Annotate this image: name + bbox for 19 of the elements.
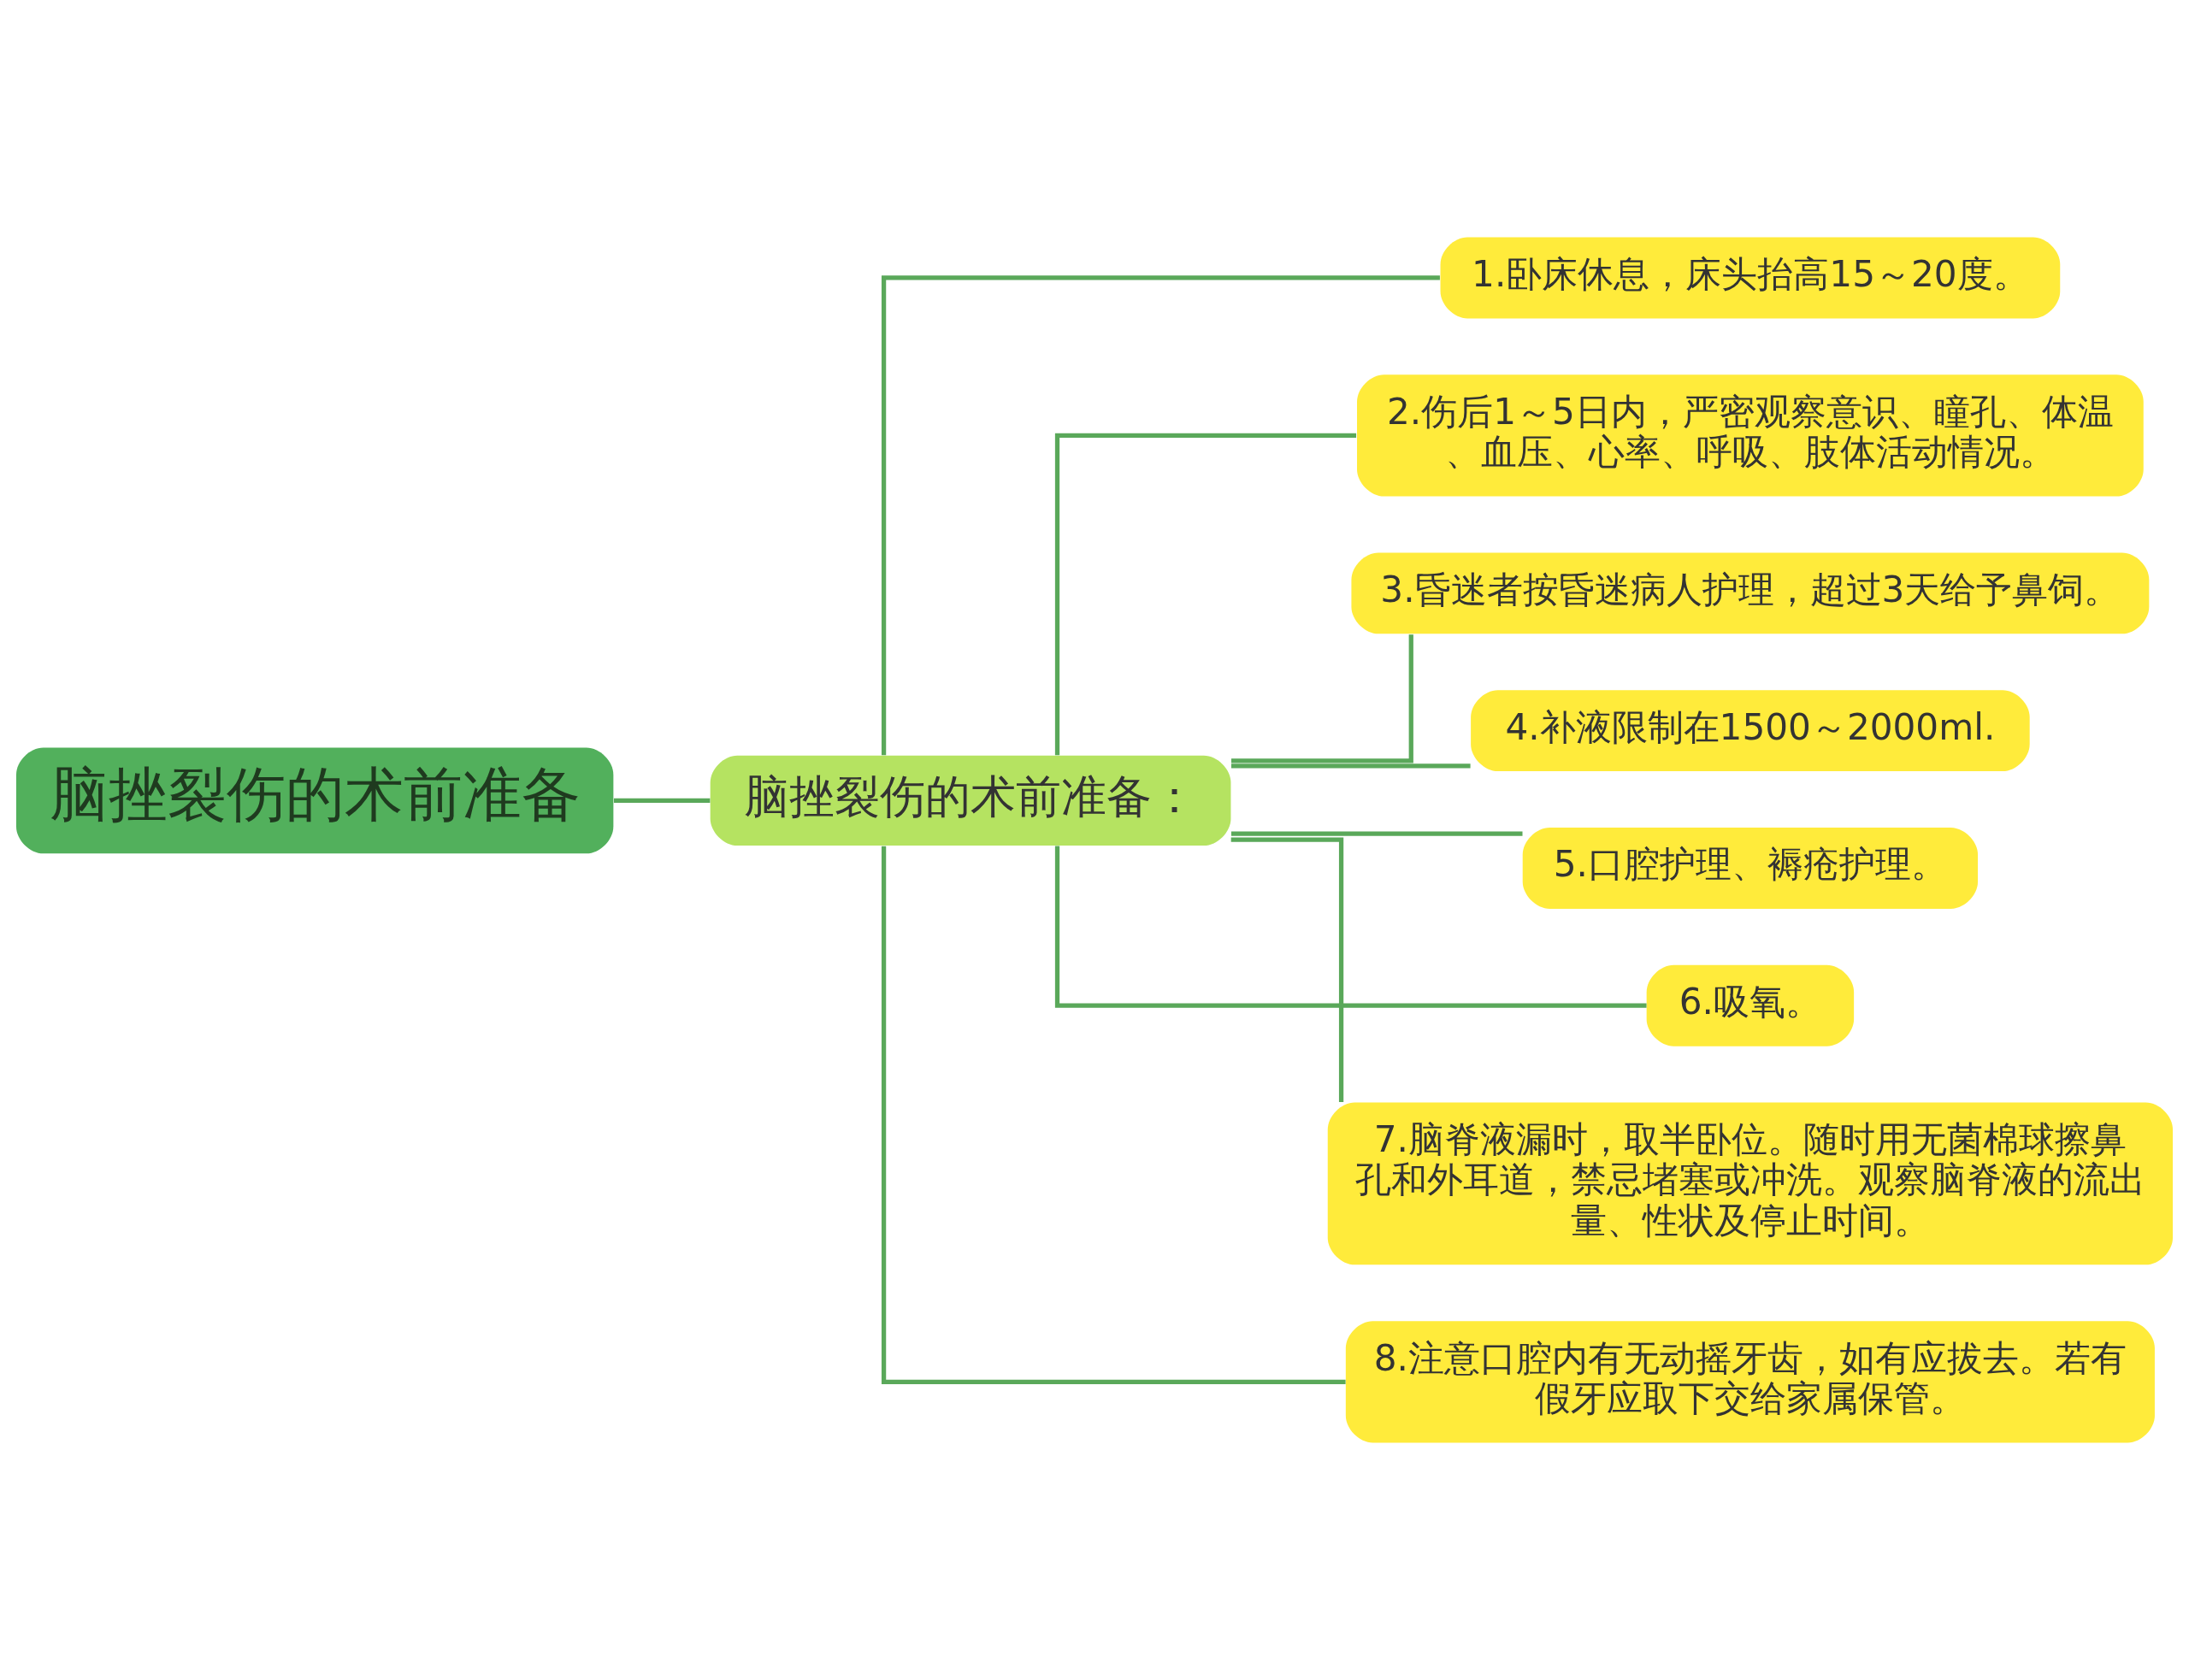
- node-box: 6.吸氧。: [1646, 964, 1855, 1046]
- node-box: 脑挫裂伤的术前准备: [16, 747, 614, 854]
- node-box: 8.注意口腔内有无动摇牙齿，如有应拔去。若有假牙应取下交给家属保管。: [1345, 1321, 2155, 1443]
- connector: [1230, 763, 1471, 769]
- node-box: 3.昏迷者按昏迷病人护理，超过3天给予鼻饲。: [1351, 552, 2150, 634]
- connector: [1230, 831, 1523, 836]
- connector: [613, 798, 711, 803]
- node-box: 2.伤后1～5日内，严密观察意识、瞳孔、体温、血压、心率、呼吸、肢体活动情况。: [1357, 374, 2144, 497]
- node-box: 脑挫裂伤的术前准备：: [710, 755, 1231, 846]
- connector: [881, 275, 1440, 756]
- connector: [1230, 837, 1344, 1103]
- connector: [1230, 634, 1413, 763]
- connector: [1054, 846, 1647, 1008]
- node-box: 5.口腔护理、褥疮护理。: [1522, 828, 1979, 909]
- node-box: 1.卧床休息，床头抬高15～20度。: [1440, 237, 2061, 319]
- node-box: 7.脑脊液漏时，取半卧位。随时用无菌棉球擦鼻孔和外耳道，禁忌堵塞或冲洗。观察脑脊液的流出量、性状及停止时间。: [1327, 1102, 2173, 1265]
- connector: [1054, 433, 1357, 756]
- node-box: 4.补液限制在1500～2000ml.: [1471, 690, 2030, 772]
- connector: [881, 846, 1346, 1384]
